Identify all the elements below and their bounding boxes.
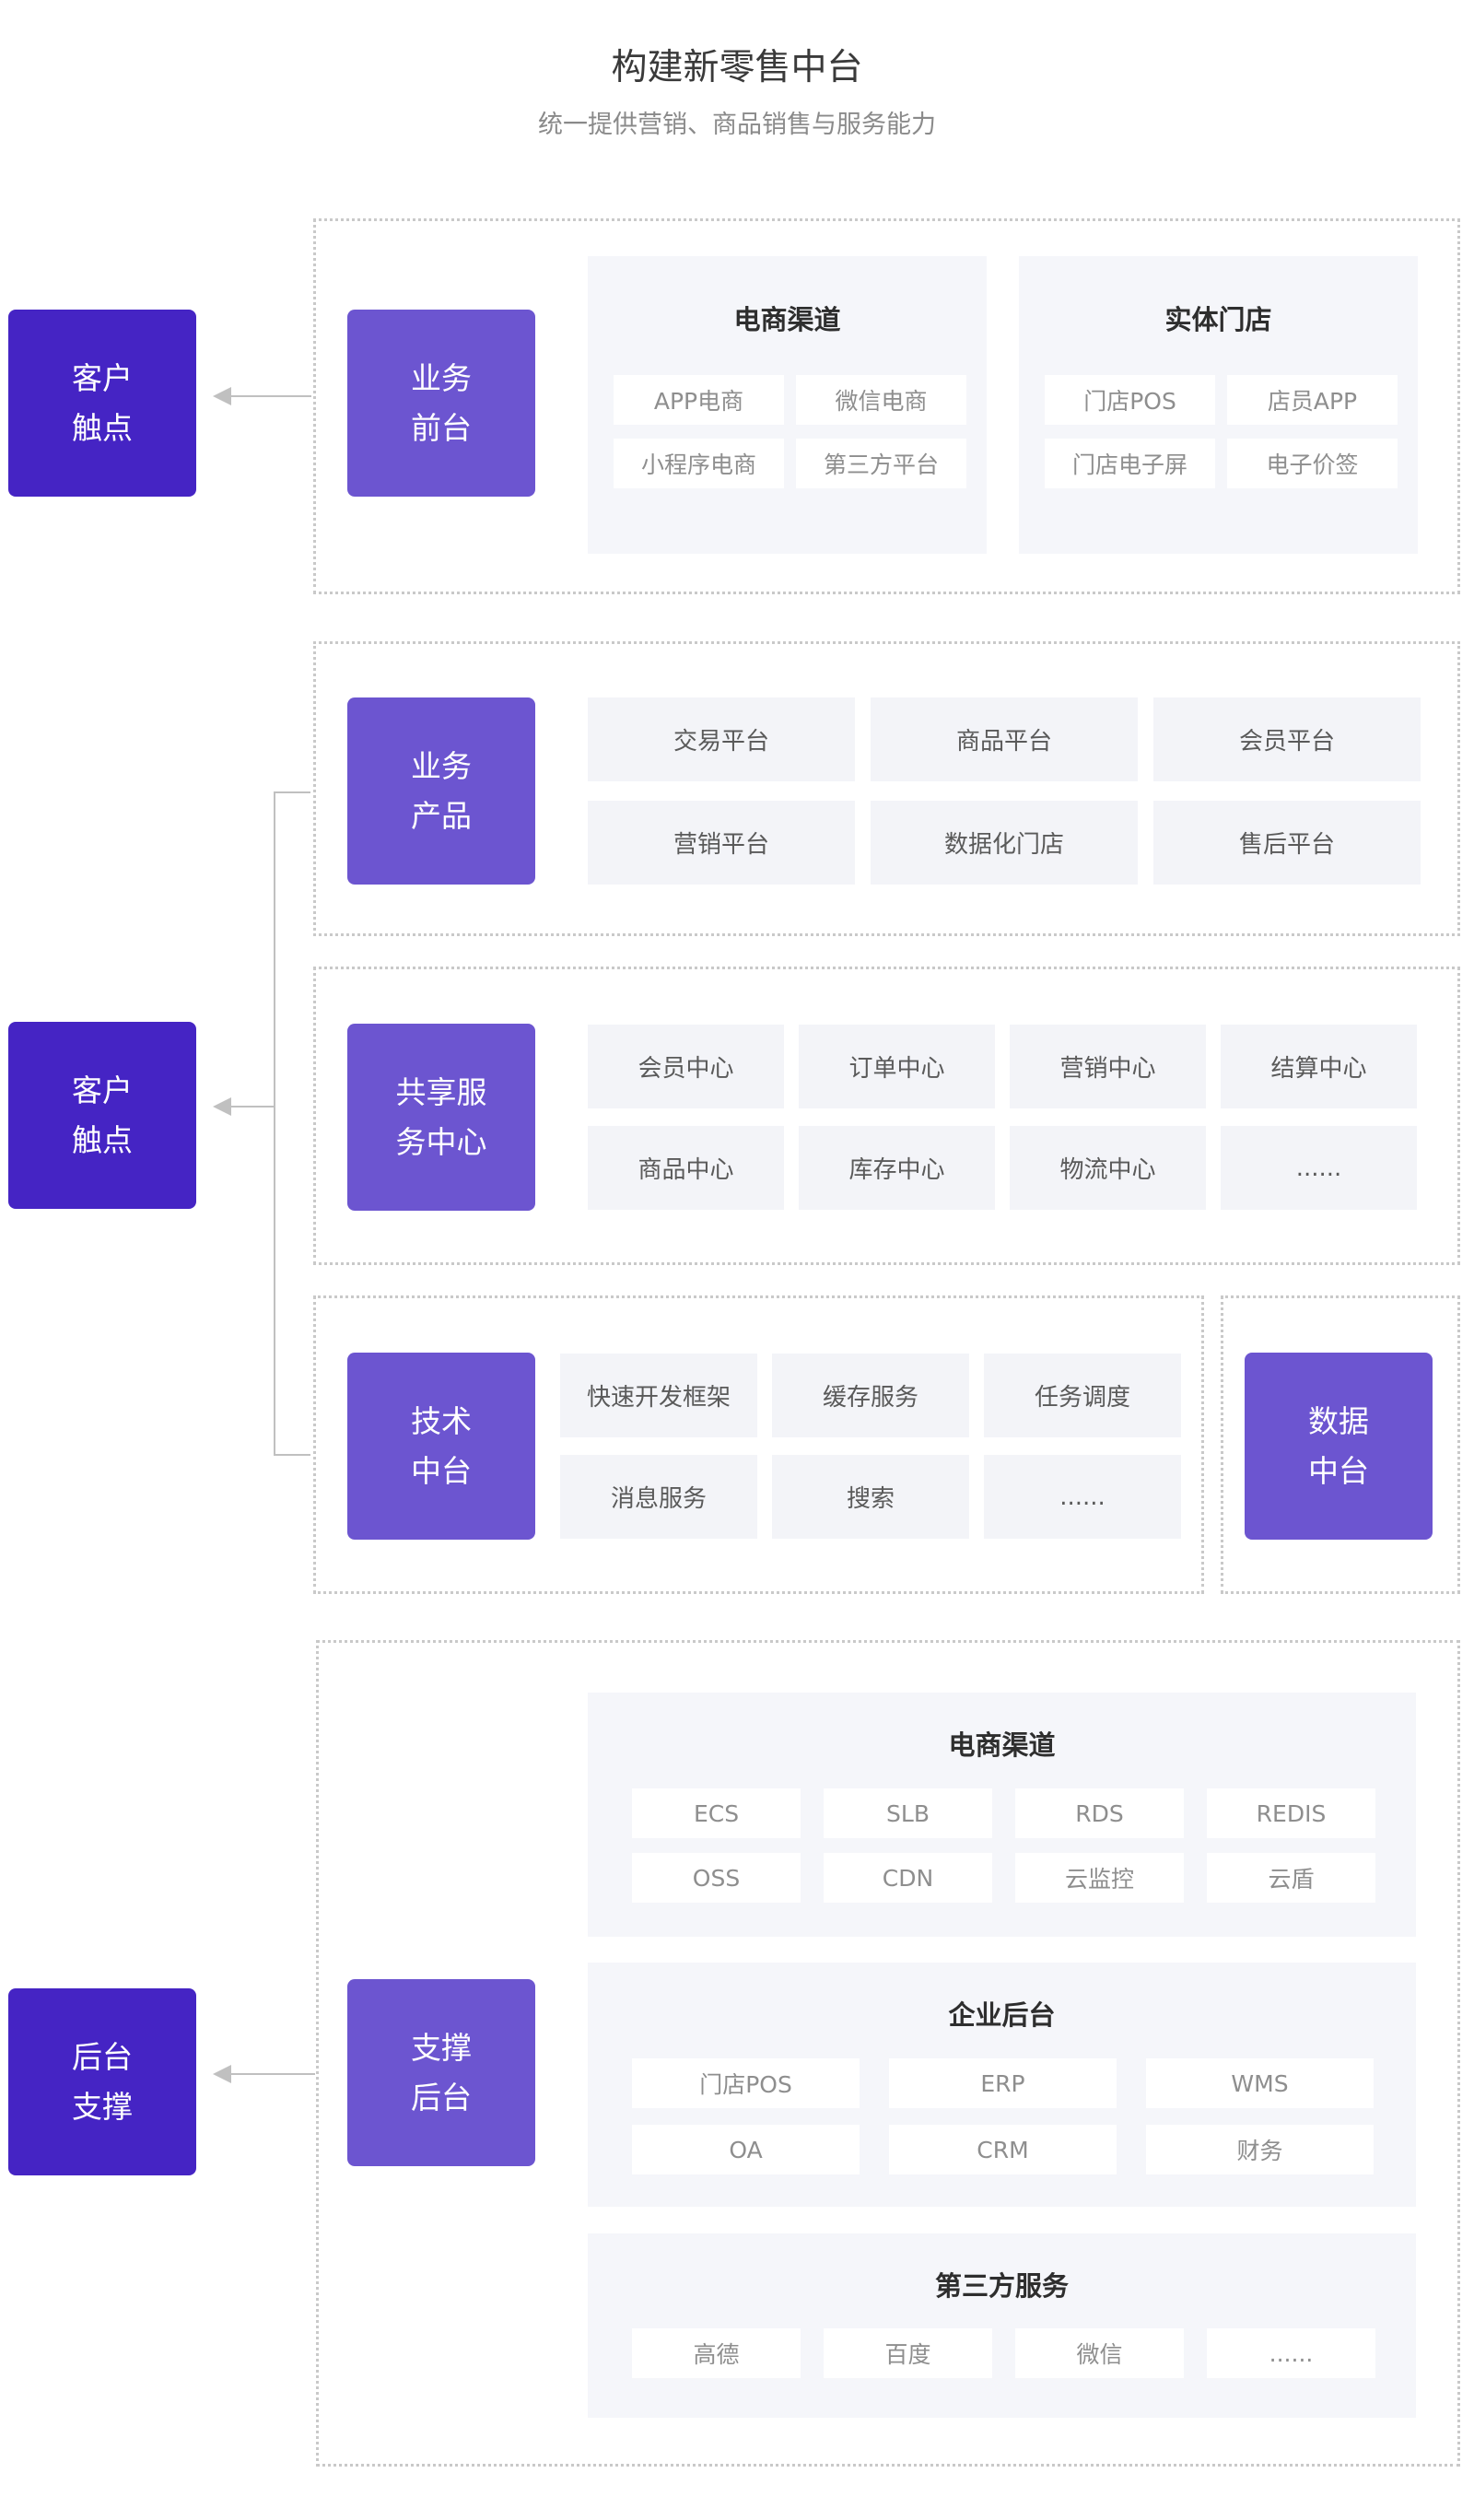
data-platform-tile: 数据 中台 (1245, 1353, 1433, 1540)
infra-item: SLB (824, 1788, 992, 1838)
service-item: 营销中心 (1010, 1025, 1206, 1108)
backend-support-tile: 后台 支撑 (8, 1988, 196, 2175)
shared-service-tile: 共享服 务中心 (347, 1024, 535, 1211)
shared-service-label: 共享服 务中心 (395, 1073, 487, 1160)
third-party-item: 高德 (632, 2328, 801, 2378)
business-frontend-label: 业务 前台 (411, 359, 472, 446)
cloud-infra-panel: 电商渠道 ECS SLB RDS REDIS OSS CDN 云监控 云盾 (588, 1693, 1416, 1937)
shared-service-group (313, 967, 1460, 1265)
enterprise-backend-panel: 企业后台 门店POS ERP WMS OA CRM 财务 (588, 1963, 1416, 2207)
connector-line (230, 2073, 315, 2075)
backend-support-label: 后台 支撑 (72, 2038, 133, 2125)
infra-item: 云监控 (1015, 1853, 1184, 1903)
bracket-line (274, 791, 310, 793)
product-item: 数据化门店 (871, 801, 1138, 885)
tech-item: 搜索 (772, 1455, 969, 1539)
panel-title: 企业后台 (948, 1999, 1056, 2031)
third-party-item: ...... (1207, 2328, 1375, 2378)
service-item: 物流中心 (1010, 1126, 1206, 1210)
bracket-line (274, 791, 275, 1456)
data-platform-group (1221, 1295, 1460, 1594)
service-item: 会员中心 (588, 1025, 784, 1108)
data-platform-label: 数据 中台 (1308, 1402, 1369, 1489)
arrow-left-icon (213, 1097, 231, 1116)
third-party-item: 百度 (824, 2328, 992, 2378)
enterprise-item: ERP (889, 2058, 1117, 2108)
arrow-left-icon (213, 2065, 231, 2083)
enterprise-item: WMS (1146, 2058, 1374, 2108)
product-item: 营销平台 (588, 801, 855, 885)
connector-line (230, 395, 311, 397)
panel-title: 第三方服务 (934, 2270, 1069, 2302)
enterprise-item: 财务 (1146, 2125, 1374, 2174)
store-item: 店员APP (1227, 375, 1398, 425)
store-item: 电子价签 (1227, 439, 1398, 488)
physical-store-panel: 实体门店 门店POS 店员APP 门店电子屏 电子价签 (1019, 256, 1418, 554)
service-item: 结算中心 (1221, 1025, 1417, 1108)
infra-item: OSS (632, 1853, 801, 1903)
service-item: 库存中心 (799, 1126, 995, 1210)
enterprise-item: OA (632, 2125, 860, 2174)
tech-item: ...... (984, 1455, 1181, 1539)
support-backend-group (316, 1640, 1460, 2467)
page-subtitle: 统一提供营销、商品销售与服务能力 (538, 111, 936, 139)
business-frontend-tile: 业务 前台 (347, 310, 535, 497)
tech-item: 缓存服务 (772, 1354, 969, 1437)
infra-item: ECS (632, 1788, 801, 1838)
connector-line (230, 1106, 275, 1108)
infra-item: 云盾 (1207, 1853, 1375, 1903)
service-item: 订单中心 (799, 1025, 995, 1108)
tech-item: 快速开发框架 (560, 1354, 757, 1437)
store-item: 门店POS (1045, 375, 1215, 425)
channel-item: 第三方平台 (796, 439, 966, 488)
customer-touchpoint-tile: 客户 触点 (8, 310, 196, 497)
service-item: ...... (1221, 1126, 1417, 1210)
channel-item: 微信电商 (796, 375, 966, 425)
business-product-label: 业务 产品 (411, 747, 472, 834)
ecommerce-channel-panel: 电商渠道 APP电商 微信电商 小程序电商 第三方平台 (588, 256, 987, 554)
arrow-left-icon (213, 387, 231, 405)
product-item: 商品平台 (871, 697, 1138, 781)
panel-title: 电商渠道 (948, 1729, 1056, 1761)
frontend-group (313, 218, 1460, 594)
third-party-panel: 第三方服务 高德 百度 微信 ...... (588, 2233, 1416, 2418)
channel-item: 小程序电商 (614, 439, 784, 488)
support-backend-tile: 支撑 后台 (347, 1979, 535, 2166)
tech-platform-group (313, 1295, 1204, 1594)
panel-title: 电商渠道 (733, 304, 841, 335)
enterprise-item: 门店POS (632, 2058, 860, 2108)
tech-item: 任务调度 (984, 1354, 1181, 1437)
service-item: 商品中心 (588, 1126, 784, 1210)
customer-touchpoint-label: 客户 触点 (72, 359, 133, 446)
tech-item: 消息服务 (560, 1455, 757, 1539)
channel-item: APP电商 (614, 375, 784, 425)
panel-title: 实体门店 (1164, 304, 1272, 335)
customer-touchpoint-tile-2: 客户 触点 (8, 1022, 196, 1209)
product-item: 会员平台 (1153, 697, 1421, 781)
page-title: 构建新零售中台 (611, 47, 863, 88)
tech-platform-label: 技术 中台 (411, 1402, 472, 1489)
business-product-tile: 业务 产品 (347, 697, 535, 885)
customer-touchpoint-label: 客户 触点 (72, 1072, 133, 1158)
bracket-line (274, 1454, 310, 1456)
enterprise-item: CRM (889, 2125, 1117, 2174)
infra-item: CDN (824, 1853, 992, 1903)
support-backend-label: 支撑 后台 (411, 2029, 472, 2116)
product-item: 交易平台 (588, 697, 855, 781)
third-party-item: 微信 (1015, 2328, 1184, 2378)
infra-item: REDIS (1207, 1788, 1375, 1838)
tech-platform-tile: 技术 中台 (347, 1353, 535, 1540)
infra-item: RDS (1015, 1788, 1184, 1838)
product-item: 售后平台 (1153, 801, 1421, 885)
store-item: 门店电子屏 (1045, 439, 1215, 488)
business-product-group (313, 641, 1460, 936)
